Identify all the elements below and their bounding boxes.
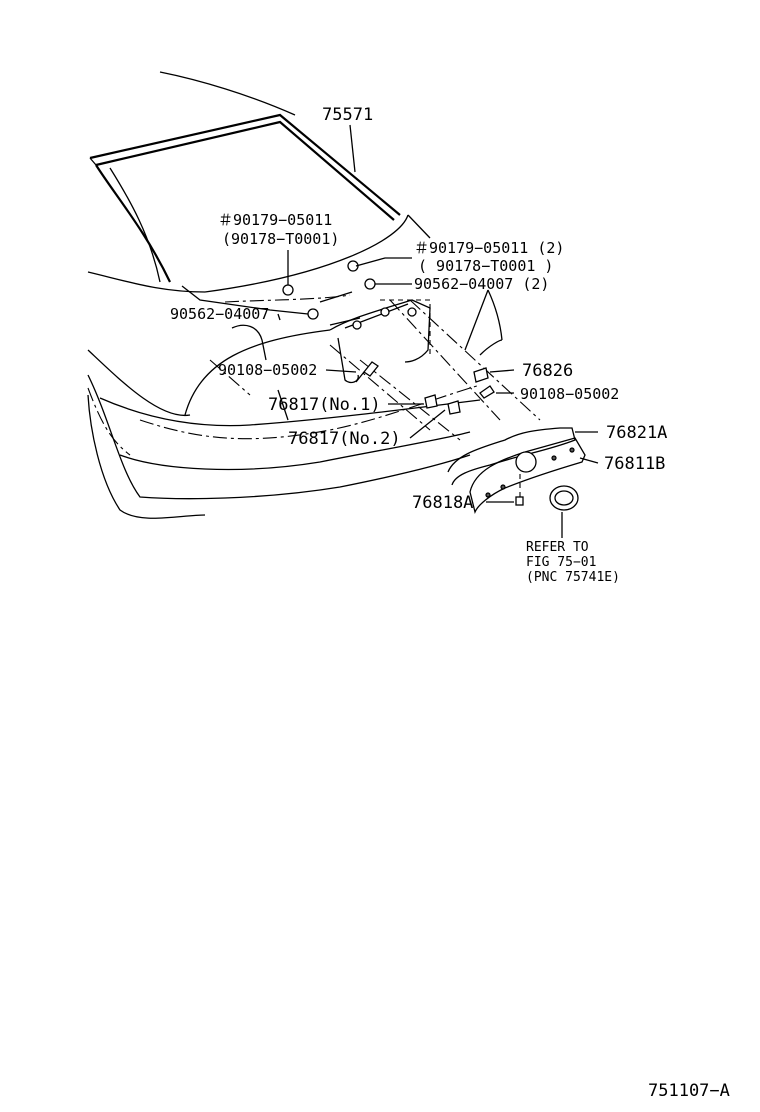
label-76826: 76826: [522, 361, 573, 381]
refer-line-1: REFER TO: [526, 540, 589, 555]
emblem-icon: [549, 485, 579, 511]
car-body-outline: [87, 71, 541, 519]
label-76817-no2: 76817(No.2): [288, 429, 401, 449]
label-90562-a: 90562−04007: [170, 305, 269, 323]
label-90178-b: ( 90178−T0001 ): [418, 257, 553, 275]
label-76811B: 76811B: [604, 454, 665, 474]
refer-line-3: (PNC 75741E): [526, 570, 620, 585]
label-76818A: 76818A: [412, 493, 473, 513]
label-76821A: 76821A: [606, 423, 667, 443]
label-90562-b: 90562−04007 (2): [414, 275, 549, 293]
label-76817-no1: 76817(No.1): [268, 395, 381, 415]
license-garnish-bracket: [329, 299, 431, 384]
garnish-plates: [447, 427, 586, 515]
label-90178-a: (90178−T0001): [222, 230, 339, 248]
label-90108-a: 90108−05002: [218, 361, 317, 379]
leader-lines: [181, 124, 599, 538]
figure-number: 751107−A: [648, 1081, 730, 1101]
refer-line-2: FIG 75−01: [526, 555, 596, 570]
label-90179-b: ＃90179−05011 (2): [414, 239, 564, 257]
label-90108-b: 90108−05002: [520, 385, 619, 403]
label-90179-a: ＃90179−05011: [218, 211, 332, 229]
label-75571: 75571: [322, 105, 373, 125]
